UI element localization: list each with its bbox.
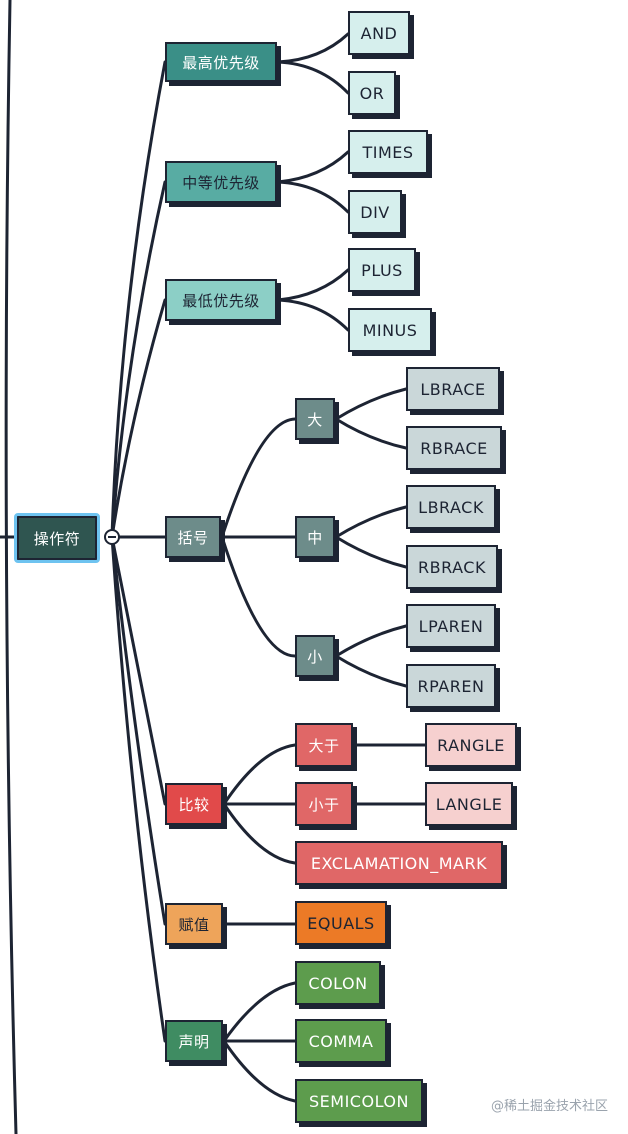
node-lowest-priority[interactable]: 最低优先级 xyxy=(165,279,277,321)
left-edge-line xyxy=(4,0,18,1134)
leaf-rbrace[interactable]: RBRACE xyxy=(406,426,502,470)
edge-big-lbrace xyxy=(334,387,408,421)
leaf-lbrack[interactable]: LBRACK xyxy=(406,485,496,529)
node-declare[interactable]: 声明 xyxy=(165,1020,223,1062)
edge-small-rparen xyxy=(334,654,408,688)
node-compare-less[interactable]: 小于 xyxy=(295,782,353,826)
node-brackets-mid[interactable]: 中 xyxy=(295,516,335,558)
edge-big-rbrace xyxy=(334,417,408,450)
edge-small-lparen xyxy=(334,624,408,658)
edge-lowest-plus xyxy=(276,268,350,302)
leaf-rbrack[interactable]: RBRACK xyxy=(406,545,498,589)
node-highest-priority[interactable]: 最高优先级 xyxy=(165,42,277,82)
node-brackets-big[interactable]: 大 xyxy=(295,398,335,440)
edge-brackets-big xyxy=(220,417,297,539)
edge-lowest-minus xyxy=(276,298,350,332)
edge-middle-div xyxy=(276,180,350,214)
edge-brackets-small xyxy=(220,535,297,658)
leaf-comma[interactable]: COMMA xyxy=(295,1019,387,1063)
edge-mid-rbrack xyxy=(334,535,408,569)
edge-declare-semicolon xyxy=(222,1039,297,1103)
leaf-equals[interactable]: EQUALS xyxy=(295,901,387,945)
node-compare[interactable]: 比较 xyxy=(165,783,223,825)
edge-declare-colon xyxy=(222,981,297,1043)
edge-root-assign xyxy=(110,535,167,926)
leaf-or[interactable]: OR xyxy=(348,71,396,115)
edge-root-compare xyxy=(110,535,167,806)
node-brackets-small[interactable]: 小 xyxy=(295,635,335,677)
edge-highest-and xyxy=(276,32,350,64)
leaf-minus[interactable]: MINUS xyxy=(348,308,432,352)
node-compare-greater[interactable]: 大于 xyxy=(295,723,353,767)
edge-middle-times xyxy=(276,150,350,184)
edge-compare-greater xyxy=(222,743,297,806)
collapse-toggle-icon[interactable] xyxy=(104,529,120,545)
leaf-exclamation-mark[interactable]: EXCLAMATION_MARK xyxy=(295,841,503,885)
leaf-rangle[interactable]: RANGLE xyxy=(425,723,517,767)
leaf-colon[interactable]: COLON xyxy=(295,961,381,1005)
leaf-plus[interactable]: PLUS xyxy=(348,248,416,292)
edge-compare-excl xyxy=(222,802,297,865)
edge-root-lowest xyxy=(110,298,167,539)
node-middle-priority[interactable]: 中等优先级 xyxy=(165,161,277,203)
root-node[interactable]: 操作符 xyxy=(14,513,100,563)
leaf-and[interactable]: AND xyxy=(348,11,410,55)
leaf-div[interactable]: DIV xyxy=(348,190,402,234)
leaf-lparen[interactable]: LPAREN xyxy=(406,604,496,648)
node-assign[interactable]: 赋值 xyxy=(165,903,223,945)
watermark: @稀土掘金技术社区 xyxy=(490,1099,608,1114)
edge-mid-lbrack xyxy=(334,505,408,539)
edge-highest-or xyxy=(276,60,350,95)
node-brackets[interactable]: 括号 xyxy=(165,516,221,558)
edge-root-middle xyxy=(110,180,167,539)
leaf-langle[interactable]: LANGLE xyxy=(425,782,513,826)
leaf-semicolon[interactable]: SEMICOLON xyxy=(295,1079,423,1123)
edge-root-highest xyxy=(110,60,167,539)
leaf-times[interactable]: TIMES xyxy=(348,130,428,174)
leaf-rparen[interactable]: RPAREN xyxy=(406,664,496,708)
edge-root-declare xyxy=(110,535,167,1043)
leaf-lbrace[interactable]: LBRACE xyxy=(406,367,500,411)
